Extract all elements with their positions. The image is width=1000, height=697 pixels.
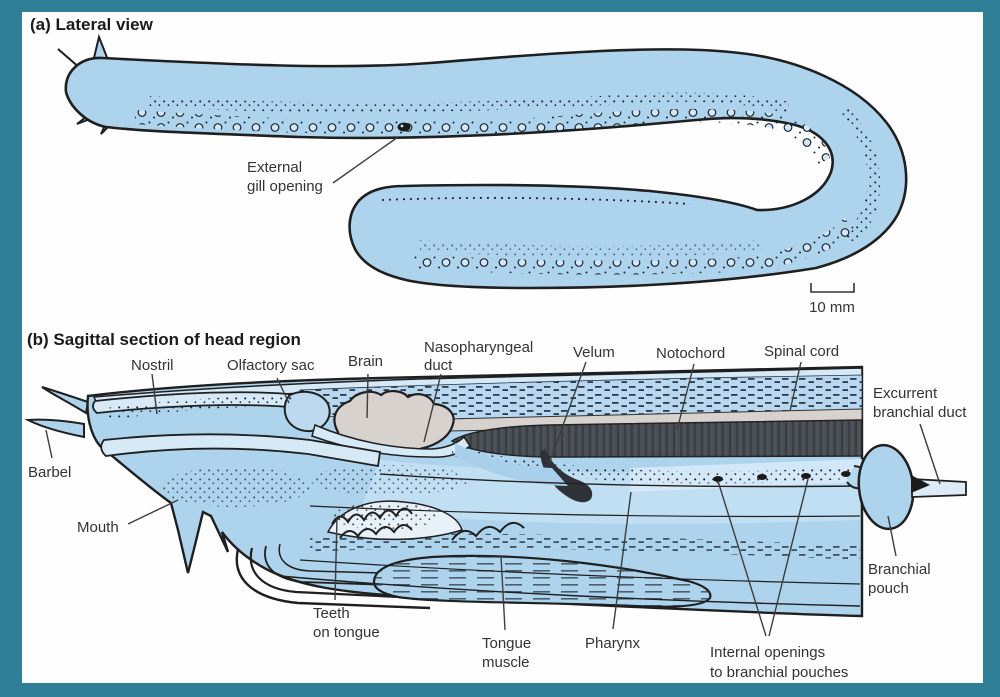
label-branchial-pouch: Branchial — [868, 561, 931, 578]
leader-barbel — [45, 429, 53, 459]
oral-cavity-tube — [100, 433, 382, 468]
tongue-fold — [264, 545, 421, 587]
label-excurrent-branchial-duct: branchial duct — [873, 404, 967, 421]
cheek-stipple — [160, 467, 310, 507]
leader-external-gill-opening — [332, 136, 399, 184]
label-teeth-on-tongue: Teeth — [313, 605, 350, 622]
barbel-b — [24, 418, 85, 439]
internal-opening — [757, 474, 767, 480]
label-excurrent-branchial-duct: Excurrent — [873, 385, 938, 402]
snout-stipple — [106, 394, 292, 420]
label-brain: Brain — [348, 353, 383, 370]
label-spinal-cord: Spinal cord — [764, 343, 839, 360]
velum-shape — [540, 449, 593, 503]
panel-a-title: (a) Lateral view — [30, 15, 154, 34]
leader-tongue-muscle — [500, 555, 506, 631]
leader-pharynx — [612, 491, 632, 630]
leader-branchial-pouch — [887, 515, 897, 557]
leader-internal-openings — [717, 480, 767, 637]
leader-notochord — [676, 363, 695, 431]
slime-pore-row-upper — [134, 108, 830, 166]
label-nostril: Nostril — [131, 357, 174, 374]
throat-contour — [309, 505, 861, 518]
label-nasopharyngeal-duct: duct — [424, 357, 453, 374]
label-branchial-pouch: pouch — [868, 580, 909, 597]
internal-opening — [713, 476, 723, 482]
tongue-fold — [278, 543, 421, 575]
label-external-gill-opening: External — [247, 159, 302, 176]
label-barbel: Barbel — [28, 464, 71, 481]
label-tongue-muscle: muscle — [482, 654, 530, 671]
label-nasopharyngeal-duct: Nasopharyngeal — [424, 339, 533, 356]
leader-olfactory-sac — [276, 377, 290, 404]
leader-velum — [548, 361, 587, 465]
stipple-band — [148, 92, 790, 113]
tongue-fold — [249, 547, 421, 600]
velum-pocket — [455, 443, 568, 486]
leader-teeth-on-tongue — [334, 516, 338, 601]
label-olfactory-sac: Olfactory sac — [227, 357, 315, 374]
scale-bar-label: 10 mm — [809, 299, 855, 316]
stipple-band — [420, 240, 762, 257]
label-internal-openings: to branchial pouches — [710, 664, 848, 681]
olfactory-sac-shape — [283, 390, 331, 433]
leader-nasopharyngeal-duct — [423, 373, 442, 443]
label-mouth: Mouth — [77, 519, 119, 536]
label-teeth-on-tongue: on tongue — [313, 624, 380, 641]
tongue-muscle-striation — [374, 555, 711, 607]
leader-nostril — [151, 373, 158, 415]
teeth-stipple — [333, 502, 437, 530]
internal-opening — [801, 473, 811, 479]
leader-internal-openings — [768, 478, 809, 637]
scale-bar-bracket — [810, 283, 855, 293]
external-gill-opening-spot — [397, 122, 411, 132]
throat-contour — [379, 473, 861, 488]
label-notochord: Notochord — [656, 345, 725, 362]
throat-contour — [299, 559, 861, 585]
gill-opening-highlight — [400, 124, 404, 128]
teeth-scallops — [451, 521, 525, 541]
label-external-gill-opening: gill opening — [247, 178, 323, 195]
internal-opening — [841, 471, 851, 477]
label-tongue-muscle: Tongue — [482, 635, 531, 652]
leader-mouth — [127, 499, 179, 525]
label-pharynx: Pharynx — [585, 635, 641, 652]
ventral-muscle-texture — [310, 533, 860, 560]
panel-b-title: (b) Sagittal section of head region — [27, 330, 301, 349]
duct-valve-wedge — [911, 475, 930, 493]
leader-excurrent-branchial-duct — [919, 423, 941, 485]
throat-contour — [279, 575, 861, 607]
palate-stipple — [310, 465, 470, 495]
leader-spinal-cord — [789, 361, 802, 412]
slime-pore-row-lower — [412, 218, 856, 275]
tongue-fold — [235, 548, 431, 610]
panel-a-lateral-view: (a) Lateral view External gill opening 1… — [30, 15, 908, 316]
stipple-band — [838, 108, 881, 246]
panel-b-sagittal-section: (b) Sagittal section of head region — [24, 330, 967, 681]
leader-brain — [366, 373, 369, 419]
barbel-b — [41, 386, 90, 415]
label-internal-openings: Internal openings — [710, 644, 825, 661]
label-velum: Velum — [573, 344, 615, 361]
